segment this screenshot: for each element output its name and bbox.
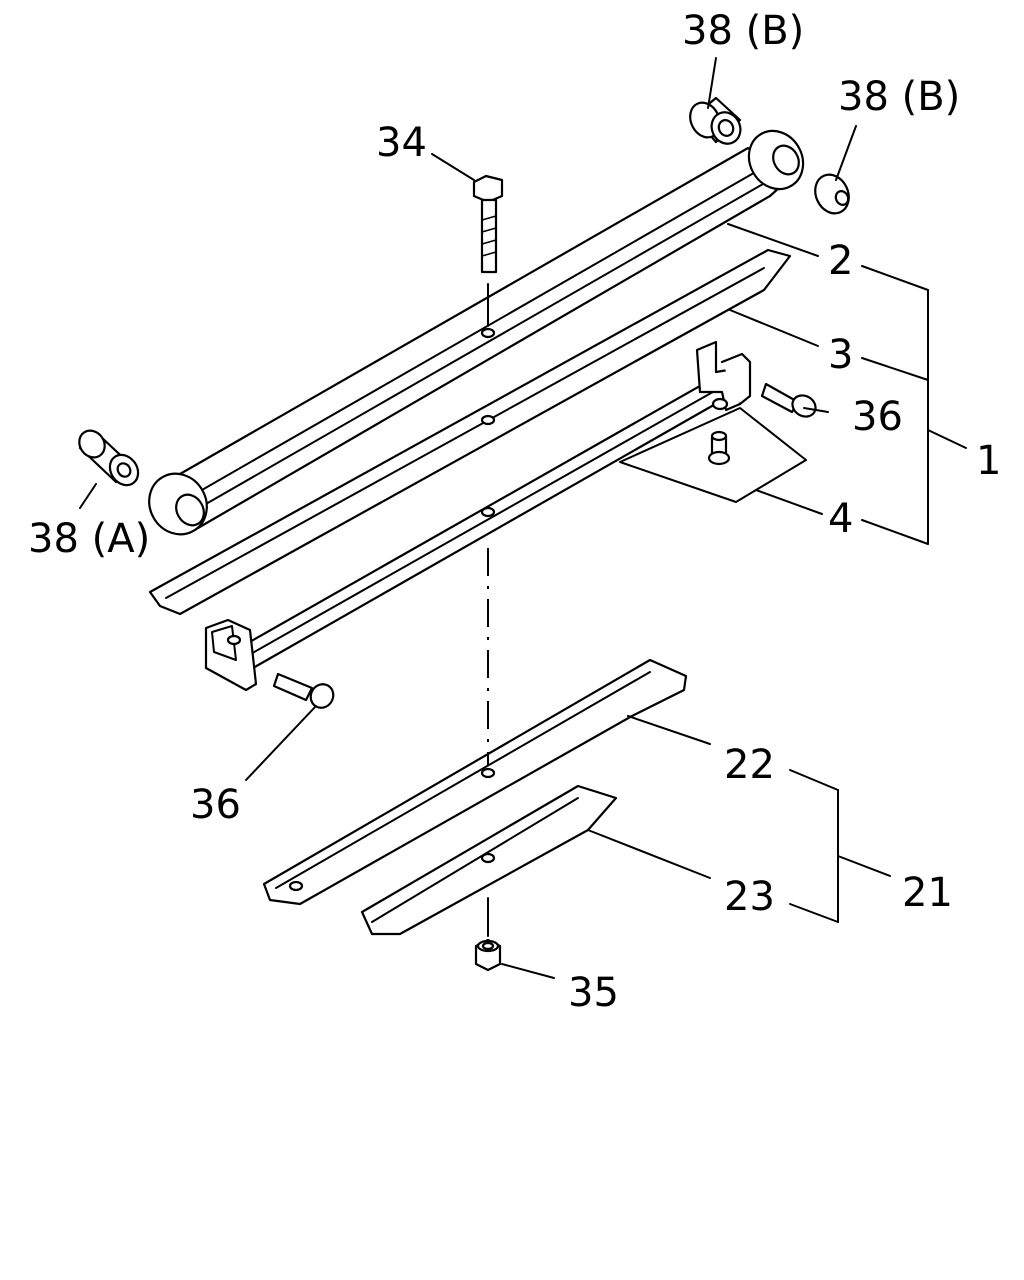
label-4: 4 <box>828 496 853 542</box>
leaf-4-with-clips <box>204 340 752 692</box>
label-34: 34 <box>376 120 427 166</box>
helper-leaf-22 <box>262 658 688 906</box>
label-38b-right: 38 (B) <box>838 74 960 120</box>
label-23: 23 <box>724 874 775 920</box>
label-22: 22 <box>724 742 775 788</box>
label-21: 21 <box>902 870 953 916</box>
label-2: 2 <box>828 238 853 284</box>
clip-bolt-36-left <box>272 672 335 709</box>
label-36-right: 36 <box>852 394 903 440</box>
leaf-3 <box>148 248 792 616</box>
label-1: 1 <box>976 438 1001 484</box>
main-leaf-2 <box>148 129 805 536</box>
bushing-38a <box>78 429 140 487</box>
label-38b-top: 38 (B) <box>682 8 804 54</box>
label-36-left: 36 <box>190 782 241 828</box>
leader-lines <box>79 57 967 979</box>
part-labels: 38 (B) 38 (B) 34 2 3 36 1 38 (A) 4 36 22… <box>28 8 1001 1016</box>
center-bolt-34 <box>472 174 504 274</box>
clip-bolt-36-right <box>760 382 817 418</box>
bushing-38b-top <box>689 96 742 145</box>
label-3: 3 <box>828 332 853 378</box>
bushing-38b-right <box>814 173 850 215</box>
nut-35 <box>474 938 502 972</box>
label-35: 35 <box>568 970 619 1016</box>
label-38a: 38 (A) <box>28 516 150 562</box>
